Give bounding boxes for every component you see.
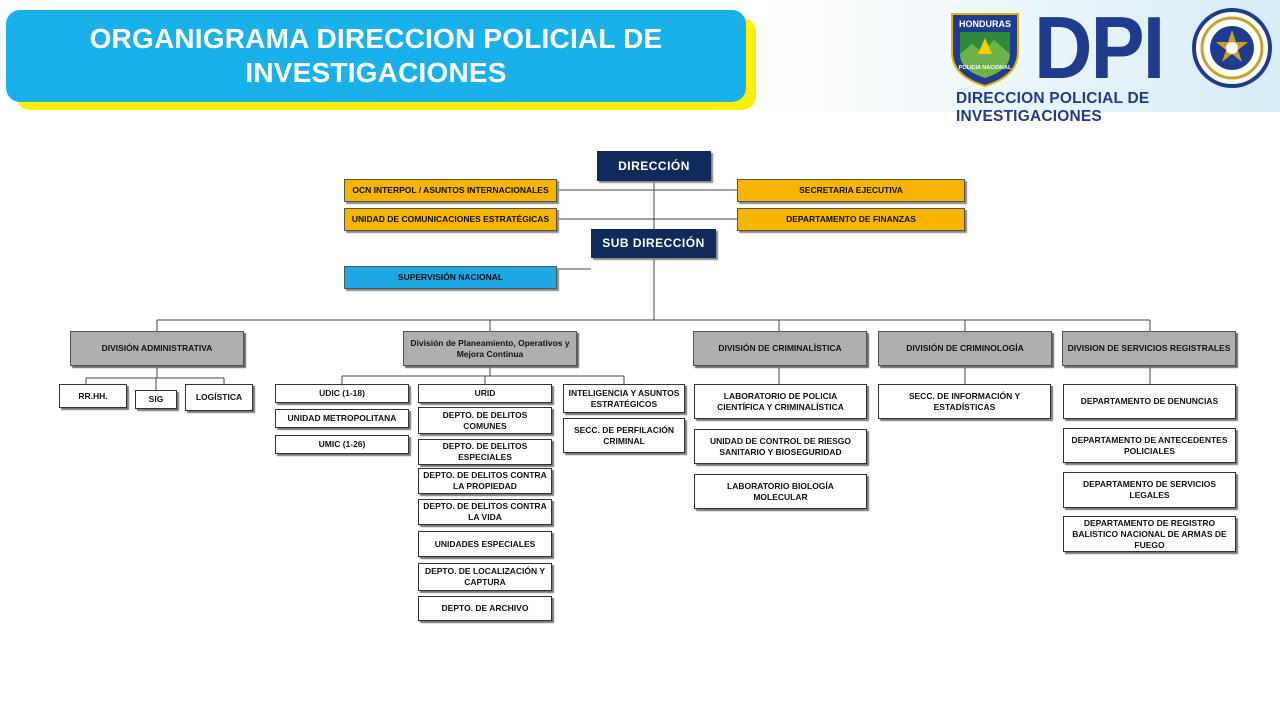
unit-denuncias: DEPARTAMENTO DE DENUNCIAS <box>1063 384 1236 419</box>
shield-top-text: HONDURAS <box>959 19 1011 29</box>
unit-biologia-molecular: LABORATORIO BIOLOGÍA MOLECULAR <box>694 474 867 509</box>
unit-rrhh: RR.HH. <box>59 384 127 408</box>
division-criminalistica: DIVISIÓN DE CRIMINALÍSTICA <box>693 331 867 366</box>
unit-servicios-legales: DEPARTAMENTO DE SERVICIOS LEGALES <box>1063 472 1236 508</box>
unit-logistica: LOGÍSTICA <box>185 384 253 411</box>
unit-archivo: DEPTO. DE ARCHIVO <box>418 596 552 621</box>
unit-sig: SIG <box>135 390 177 409</box>
dpi-logo-subtitle: DIRECCION POLICIAL DE INVESTIGACIONES <box>956 90 1150 125</box>
unit-inteligencia: INTELIGENCIA Y ASUNTOS ESTRATÉGICOS <box>563 384 685 413</box>
ocn-interpol-box: OCN INTERPOL / ASUNTOS INTERNACIONALES <box>344 179 557 202</box>
division-planeamiento: División de Planeamiento, Operativos y M… <box>403 331 577 366</box>
sub-direccion-box: SUB DIRECCIÓN <box>591 229 716 258</box>
page-title: ORGANIGRAMA DIRECCION POLICIAL DE INVEST… <box>89 23 663 88</box>
shield-bottom-text: POLICIA NACIONAL <box>959 65 1012 71</box>
unit-delitos-especiales: DEPTO. DE DELITOS ESPECIALES <box>418 439 552 465</box>
dpi-logo-text: DPI <box>1034 0 1165 97</box>
police-shield-icon: HONDURAS POLICIA NACIONAL <box>951 13 1019 88</box>
unit-delitos-comunes: DEPTO. DE DELITOS COMUNES <box>418 407 552 434</box>
unit-riesgo-sanitario: UNIDAD DE CONTROL DE RIESGO SANITARIO Y … <box>694 429 867 464</box>
dpi-seal-icon <box>1192 8 1272 88</box>
direccion-box: DIRECCIÓN <box>597 151 711 181</box>
secretaria-ejecutiva-box: SECRETARIA EJECUTIVA <box>737 179 965 202</box>
unit-informacion-estadisticas: SECC. DE INFORMACIÓN Y ESTADÍSTICAS <box>878 384 1051 419</box>
division-administrativa: DIVISIÓN ADMINISTRATIVA <box>70 331 244 366</box>
unit-delitos-vida: DEPTO. DE DELITOS CONTRA LA VIDA <box>418 499 552 525</box>
division-criminologia: DIVISIÓN DE CRIMINOLOGÍA <box>878 331 1052 366</box>
unit-unidades-especiales: UNIDADES ESPECIALES <box>418 531 552 557</box>
supervision-nacional-box: SUPERVISIÓN NACIONAL <box>344 266 557 289</box>
unit-delitos-propiedad: DEPTO. DE DELITOS CONTRA LA PROPIEDAD <box>418 468 552 494</box>
comunicaciones-box: UNIDAD DE COMUNICACIONES ESTRATÉGICAS <box>344 208 557 231</box>
unit-metropolitana: UNIDAD METROPOLITANA <box>275 409 409 428</box>
unit-localizacion-captura: DEPTO. DE LOCALIZACIÓN Y CAPTURA <box>418 563 552 591</box>
finanzas-box: DEPARTAMENTO DE FINANZAS <box>737 208 965 231</box>
unit-udic: UDIC (1-18) <box>275 384 409 403</box>
title-banner: ORGANIGRAMA DIRECCION POLICIAL DE INVEST… <box>6 10 746 102</box>
unit-umic: UMIC (1-26) <box>275 435 409 454</box>
unit-laboratorio-cientifica: LABORATORIO DE POLICIA CIENTÍFICA Y CRIM… <box>694 384 867 419</box>
division-registrales: DIVISION DE SERVICIOS REGISTRALES <box>1062 331 1236 366</box>
unit-perfilacion: SECC. DE PERFILACIÓN CRIMINAL <box>563 418 685 453</box>
unit-antecedentes: DEPARTAMENTO DE ANTECEDENTES POLICIALES <box>1063 428 1236 463</box>
unit-registro-balistico: DEPARTAMENTO DE REGISTRO BALISTICO NACIO… <box>1063 516 1236 552</box>
unit-urid: URID <box>418 384 552 403</box>
